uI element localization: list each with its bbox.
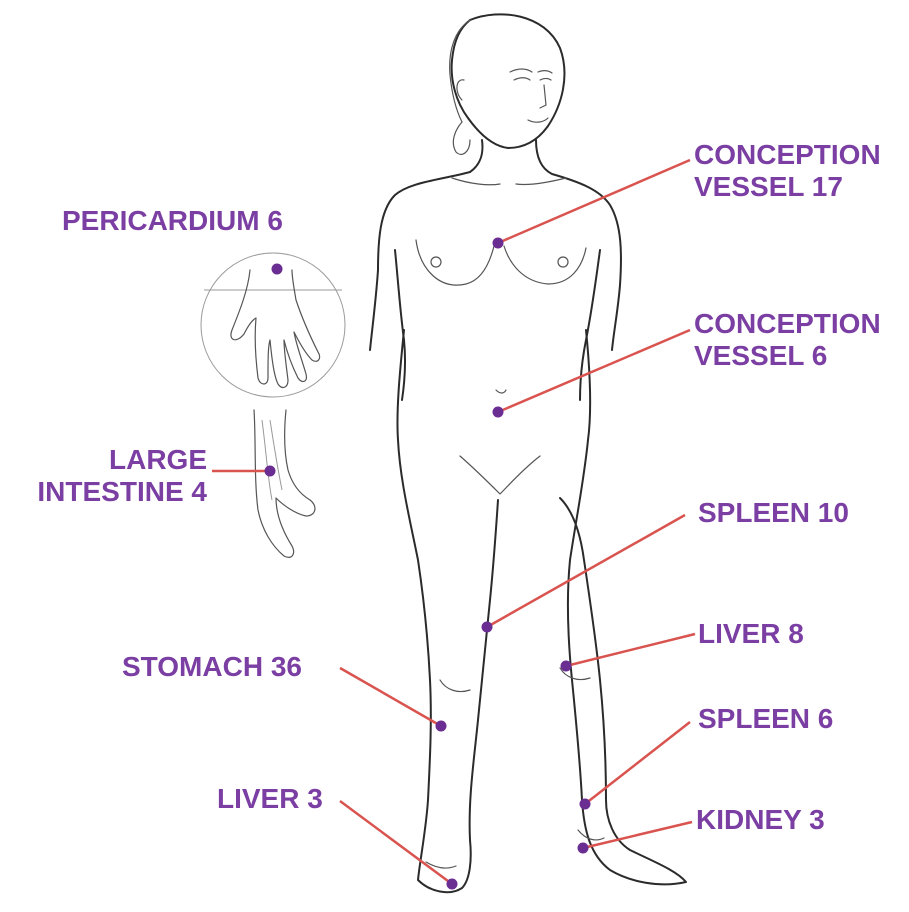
leader-line-kd3 bbox=[583, 822, 692, 848]
eye bbox=[540, 79, 551, 81]
hand-shading bbox=[270, 420, 282, 490]
point-liver-3 bbox=[447, 879, 458, 890]
leader-line-cv6 bbox=[498, 330, 690, 412]
label-spleen-6: SPLEEN 6 bbox=[698, 703, 833, 734]
side-hand-drawing bbox=[254, 410, 315, 557]
point-conception-vessel-17 bbox=[493, 238, 504, 249]
label-cv6-line2: VESSEL 6 bbox=[694, 340, 827, 371]
point-pericardium-6 bbox=[272, 264, 283, 275]
nipple-mark bbox=[431, 257, 441, 267]
label-li4-line2: INTESTINE 4 bbox=[37, 476, 207, 507]
label-cv17-line1: CONCEPTION bbox=[694, 139, 881, 170]
label-kidney-3: KIDNEY 3 bbox=[696, 804, 825, 835]
leader-line-cv17 bbox=[498, 160, 690, 243]
point-kidney-3 bbox=[578, 843, 589, 854]
collarbone bbox=[516, 178, 566, 185]
ankle-line bbox=[578, 830, 604, 840]
leader-line-sp6 bbox=[585, 722, 690, 804]
point-stomach-36 bbox=[436, 721, 447, 732]
chest-line bbox=[504, 246, 586, 284]
mouth bbox=[528, 118, 548, 122]
collarbone bbox=[452, 178, 500, 185]
chest-line bbox=[416, 240, 494, 285]
leader-line-sp10 bbox=[487, 515, 685, 627]
nose bbox=[540, 85, 546, 108]
point-spleen-10 bbox=[482, 622, 493, 633]
point-spleen-6 bbox=[580, 799, 591, 810]
label-cv17-line2: VESSEL 17 bbox=[694, 171, 843, 202]
eye bbox=[514, 78, 530, 80]
eyebrow bbox=[538, 71, 552, 73]
label-spleen-10: SPLEEN 10 bbox=[698, 497, 849, 528]
pelvis-line bbox=[460, 456, 540, 494]
hand-shading bbox=[262, 420, 272, 500]
point-large-intestine-4 bbox=[265, 466, 276, 477]
palm-outline bbox=[231, 270, 320, 387]
head-outline bbox=[452, 14, 565, 148]
human-figure bbox=[370, 14, 686, 892]
leader-line-lv8 bbox=[566, 634, 695, 666]
hair-outline bbox=[450, 20, 470, 154]
point-liver-8 bbox=[561, 661, 572, 672]
label-liver-3: LIVER 3 bbox=[217, 783, 323, 814]
leader-lines bbox=[212, 160, 695, 884]
label-li4-line1: LARGE bbox=[109, 444, 207, 475]
torso-legs-outline bbox=[397, 330, 686, 892]
point-conception-vessel-6 bbox=[493, 407, 504, 418]
label-stomach-36: STOMACH 36 bbox=[122, 651, 302, 682]
hand-inset bbox=[201, 253, 345, 397]
knee-line bbox=[440, 680, 470, 692]
navel bbox=[496, 390, 506, 393]
label-liver-8: LIVER 8 bbox=[698, 618, 804, 649]
label-pericardium-6: PERICARDIUM 6 bbox=[62, 205, 283, 236]
point-labels: CONCEPTION VESSEL 17 PERICARDIUM 6 CONCE… bbox=[37, 139, 880, 835]
nipple-mark bbox=[558, 257, 568, 267]
leader-line-st36 bbox=[340, 668, 441, 726]
eyebrow bbox=[510, 69, 532, 72]
inset-circle bbox=[201, 253, 345, 397]
ear-outline bbox=[457, 80, 464, 100]
leader-line-lv3 bbox=[340, 801, 452, 884]
label-cv6-line1: CONCEPTION bbox=[694, 308, 881, 339]
